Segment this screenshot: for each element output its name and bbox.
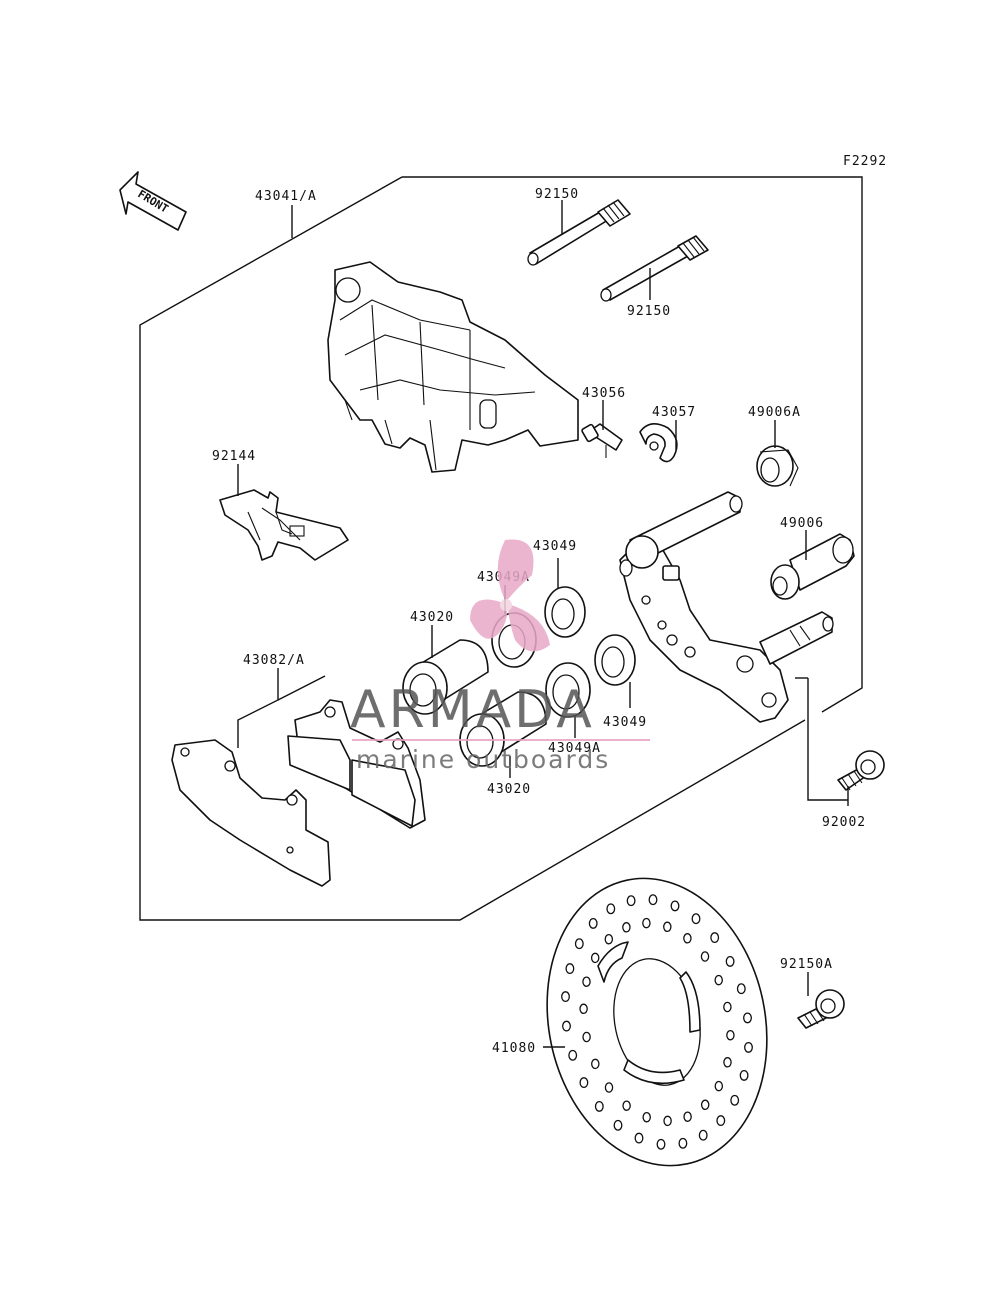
- disc-vent-hole: [663, 921, 672, 933]
- disc-vent-hole: [683, 933, 692, 944]
- caliper-body: [327, 261, 579, 473]
- disc-vent-hole: [700, 1099, 710, 1111]
- disc-vent-hole: [739, 1069, 749, 1081]
- disc-vent-hole: [579, 1077, 589, 1089]
- disc-vent-hole: [565, 963, 575, 975]
- disc-vent-hole: [588, 917, 598, 929]
- callout-bolt: 92002: [822, 815, 866, 830]
- disc-vent-hole: [574, 938, 584, 950]
- disc-vent-hole: [670, 900, 680, 912]
- bolt: [837, 750, 885, 791]
- disc-vent-hole: [642, 917, 651, 929]
- disc-vent-hole: [582, 976, 591, 987]
- disc-vent-hole: [613, 1119, 623, 1131]
- disc-vent-hole: [723, 1001, 732, 1013]
- bleeder-valve: [581, 423, 623, 458]
- pad-spring: [219, 489, 349, 561]
- callout-pad-set: 43082/A: [243, 653, 305, 668]
- callout-piston-lower: 43020: [487, 782, 531, 797]
- disc-vent-hole: [561, 991, 570, 1003]
- callout-disc: 41080: [492, 1041, 536, 1056]
- callout-pin-lower: 92150: [627, 304, 671, 319]
- figure-code: F2292: [843, 154, 887, 169]
- disc-vent-hole: [723, 1057, 732, 1068]
- disc-vent-hole: [656, 1138, 666, 1150]
- callout-boot-a: 49006A: [748, 405, 801, 420]
- disc-vent-hole: [663, 1115, 672, 1127]
- disc-vent-hole: [683, 1111, 692, 1122]
- disc-vent-hole: [568, 1049, 578, 1061]
- disc-vent-hole: [714, 1080, 724, 1092]
- callout-clip: 43057: [652, 405, 696, 420]
- disc-vent-hole: [562, 1020, 571, 1032]
- caliper-bracket: [619, 491, 834, 723]
- callout-bleeder: 43056: [582, 386, 626, 401]
- slide-pin-upper: [527, 199, 631, 266]
- disc-vent-hole: [698, 1129, 708, 1141]
- disc-vent-hole: [582, 1031, 591, 1043]
- disc-vent-hole: [736, 983, 746, 995]
- callout-caliper-assy: 43041/A: [255, 189, 317, 204]
- assembly-boundary: [402, 176, 863, 713]
- disc-vent-hole: [725, 955, 735, 967]
- retaining-clip: [639, 423, 678, 463]
- disc-vent-hole: [700, 951, 710, 962]
- callout-seal-lower: 43049: [603, 715, 647, 730]
- propeller-logo-icon: [470, 539, 550, 652]
- callout-spring: 92144: [212, 449, 256, 464]
- brake-pad-set: [171, 699, 426, 887]
- disc-vent-hole: [604, 933, 614, 945]
- disc-vent-hole: [626, 895, 636, 907]
- disc-vent-hole: [744, 1041, 753, 1053]
- disc-vent-hole: [726, 1029, 735, 1041]
- disc-vent-hole: [590, 952, 600, 964]
- dust-seal-lower: [545, 662, 591, 718]
- piston-seal-upper: [544, 586, 586, 638]
- disc-vent-hole: [604, 1082, 614, 1093]
- callout-bolt-a: 92150A: [780, 957, 833, 972]
- disc-vent-hole: [648, 894, 658, 906]
- disc-vent-hole: [678, 1137, 688, 1149]
- callout-pin-upper: 92150: [535, 187, 579, 202]
- front-arrow-icon: FRONT: [119, 171, 187, 231]
- callout-bolt-sleeve: 49006: [780, 516, 824, 531]
- callout-seal-a-lower: 43049A: [548, 741, 601, 756]
- callout-piston-upper: 43020: [410, 610, 454, 625]
- disc-vent-hole: [579, 1003, 588, 1015]
- piston-upper: [402, 639, 489, 715]
- disc-vent-hole: [710, 932, 720, 944]
- disc-bolt: [797, 989, 845, 1029]
- disc-vent-hole: [716, 1115, 726, 1127]
- disc-vent-hole: [622, 1100, 631, 1111]
- watermark-brand: ARMADA: [350, 680, 595, 740]
- callout-seal-upper: 43049: [533, 539, 577, 554]
- disc-vent-hole: [691, 913, 701, 925]
- disc-vent-hole: [606, 903, 616, 915]
- disc-vent-hole: [622, 922, 631, 933]
- disc-vent-hole: [634, 1132, 644, 1144]
- watermark: ARMADA marine outboards: [350, 539, 650, 774]
- disc-vent-hole: [714, 974, 723, 986]
- disc-vent-hole: [730, 1094, 740, 1106]
- piston-seal-lower: [594, 634, 636, 686]
- slide-pin-lower: [600, 235, 709, 302]
- disc-vent-hole: [591, 1058, 600, 1070]
- watermark-tagline: marine outboards: [356, 745, 610, 774]
- bolt-sleeve: [770, 533, 855, 600]
- disc-vent-hole: [743, 1012, 752, 1024]
- brake-disc: [546, 877, 768, 1167]
- disc-vent-hole: [594, 1100, 604, 1112]
- disc-vent-hole: [642, 1111, 651, 1123]
- boot: [756, 445, 799, 487]
